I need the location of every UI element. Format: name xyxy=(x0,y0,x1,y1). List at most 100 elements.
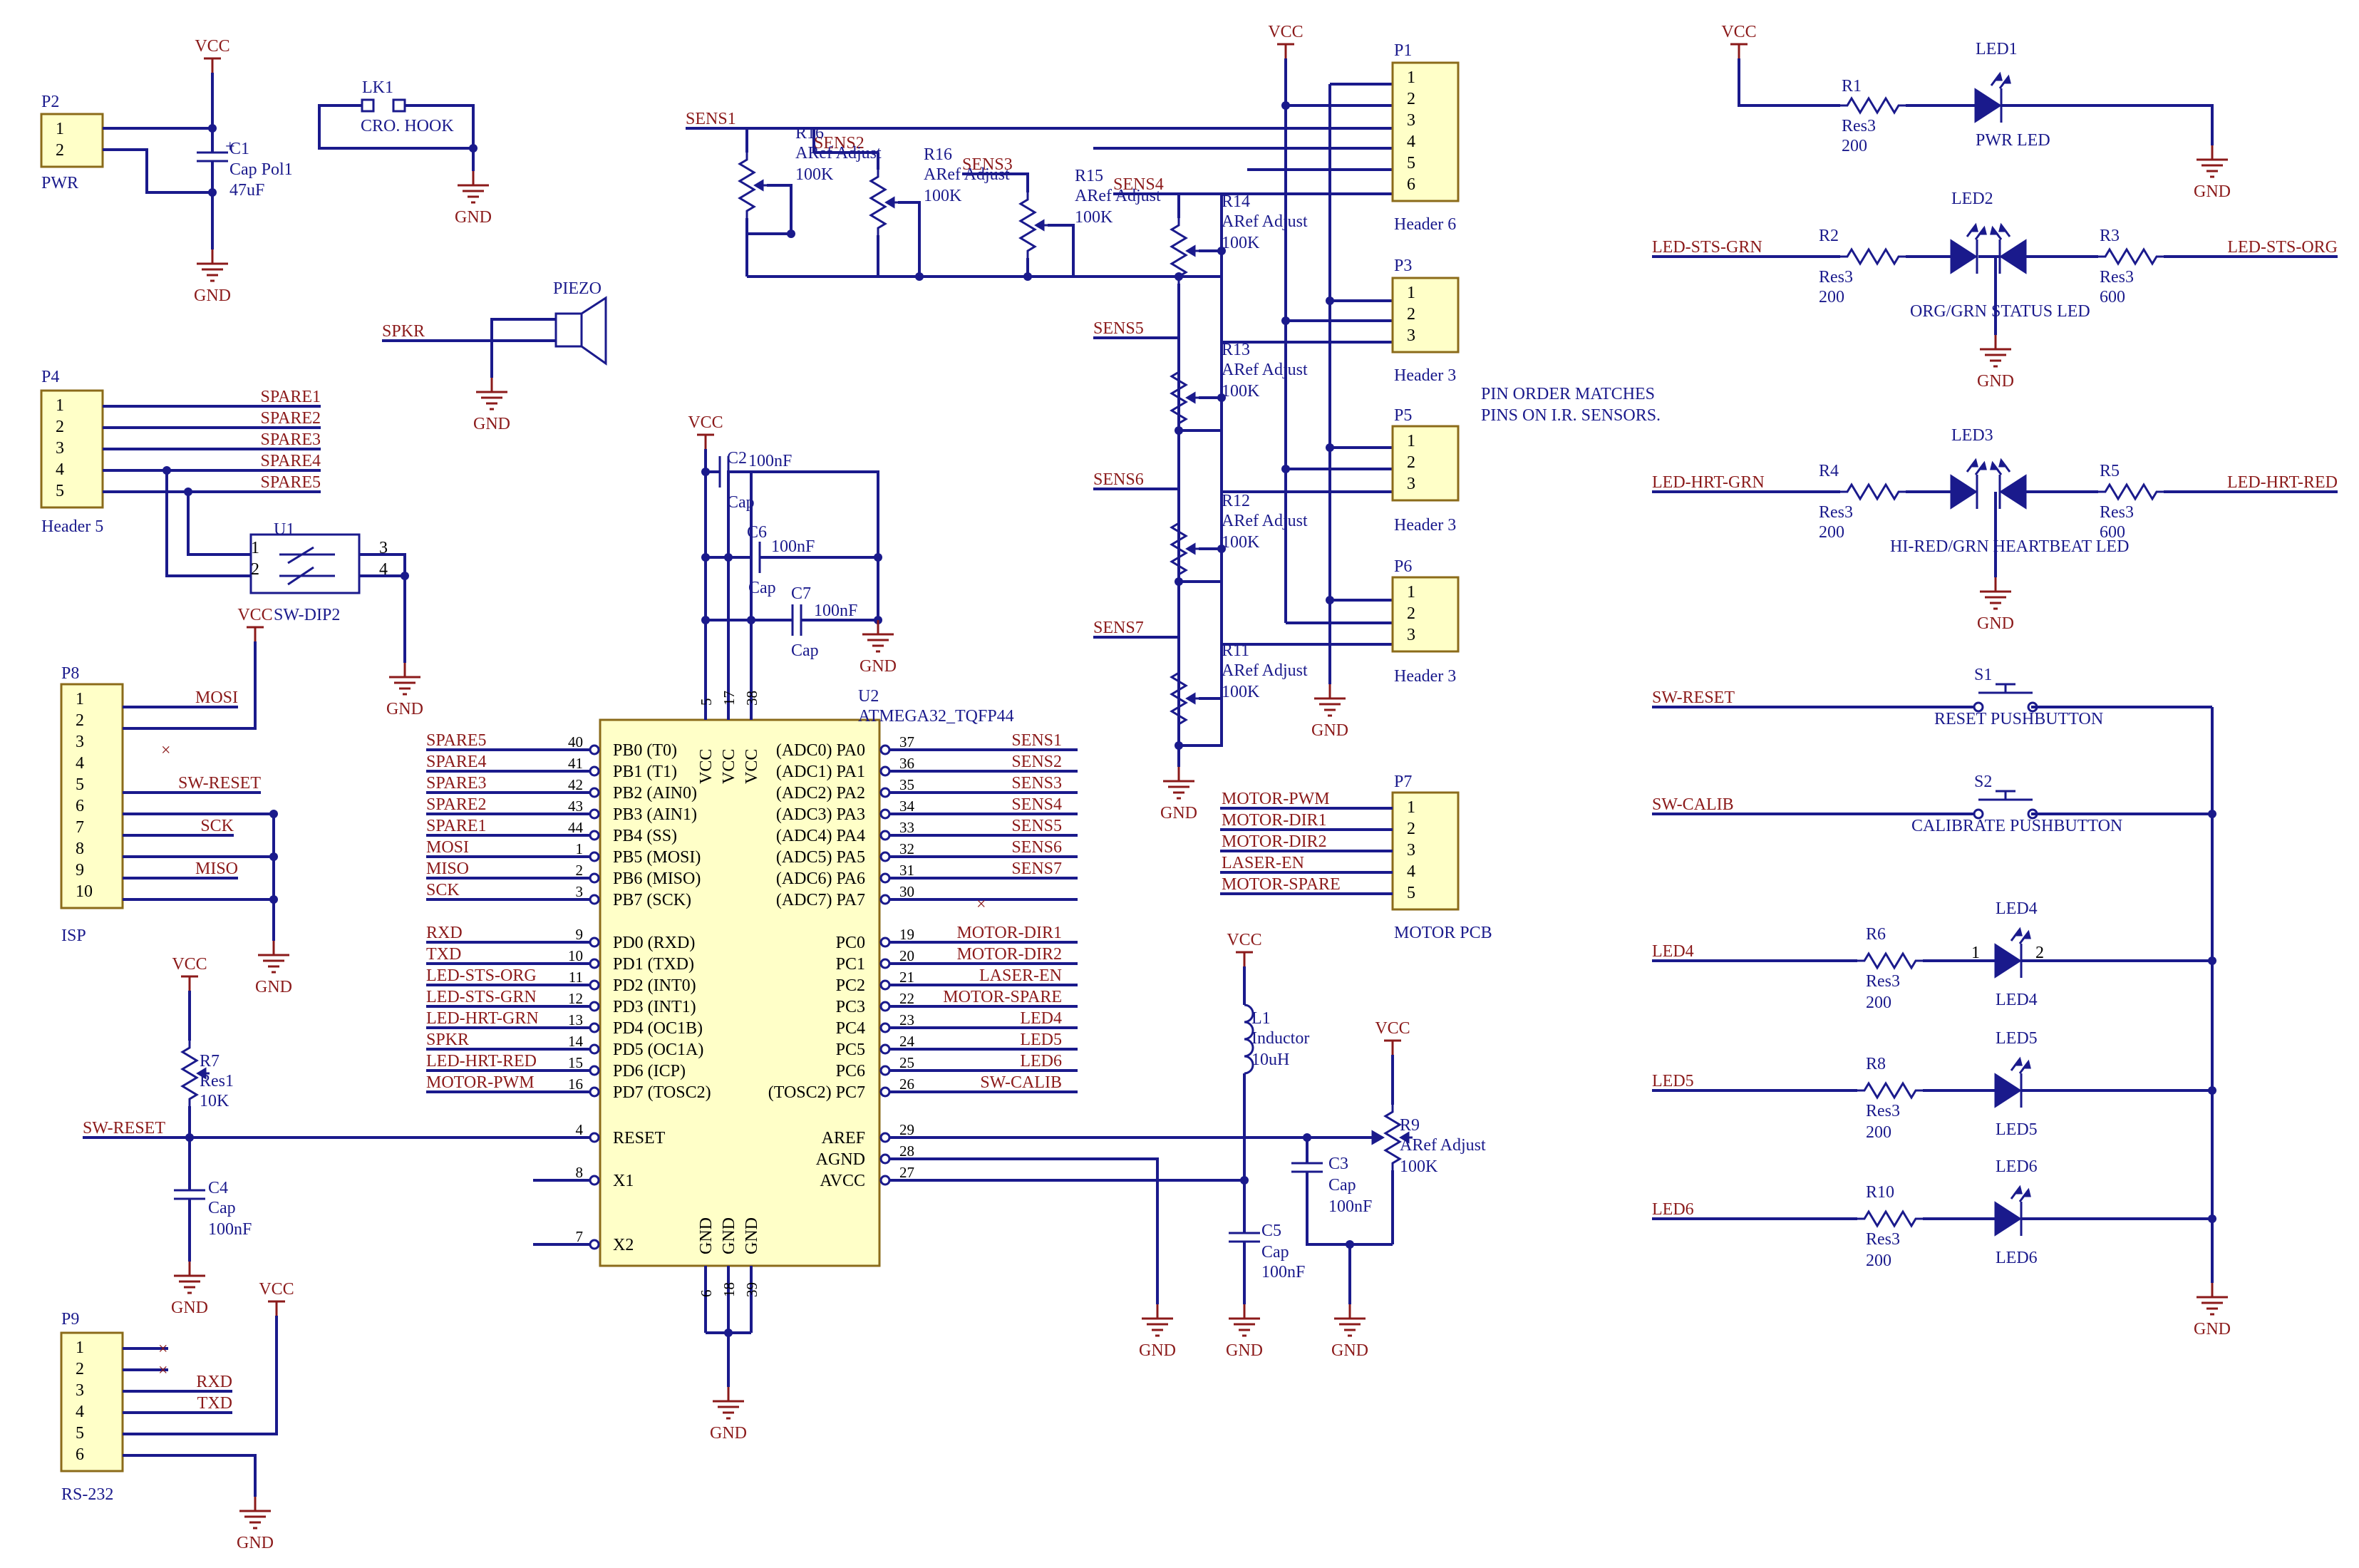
gnd-label: GND xyxy=(171,1299,208,1317)
pin-bubble xyxy=(879,937,891,948)
pin-bubble xyxy=(589,744,600,755)
junction-dot xyxy=(724,1329,733,1337)
u2-right-net: LED5 xyxy=(1020,1031,1062,1049)
header-p2-pin-2: 2 xyxy=(56,141,64,160)
header-p9-pin-1: 1 xyxy=(76,1339,84,1357)
led2-ref: LED2 xyxy=(1951,190,1993,208)
led1-diode xyxy=(1974,73,2011,124)
sens-pot-value: 100K xyxy=(795,165,834,184)
u2-right-pin-name: PC5 xyxy=(836,1041,865,1059)
pin-bubble xyxy=(589,1065,600,1076)
c2-type: Cap xyxy=(727,493,755,512)
u2-right-net: SENS1 xyxy=(1011,731,1062,750)
p4-net-0: SPARE1 xyxy=(261,388,321,406)
u2-right-pin-num: 30 xyxy=(899,883,914,900)
vcc-symbol xyxy=(245,626,265,643)
no-connect-mark: × xyxy=(158,1361,168,1380)
led1-ref: LED1 xyxy=(1976,40,2018,58)
u2-left-net: SPARE5 xyxy=(426,731,487,750)
r9-ref: R9 xyxy=(1400,1116,1420,1135)
p8-reset: SW-RESET xyxy=(178,774,261,793)
pin-bubble xyxy=(879,872,891,884)
p7-net-1: MOTOR-DIR1 xyxy=(1222,811,1327,830)
u2-right-misc-name: AGND xyxy=(816,1150,865,1169)
led6-ref-bottom: LED6 xyxy=(1996,1249,2038,1267)
u2-left-pin-name: PB6 (MISO) xyxy=(613,870,701,888)
header-p4 xyxy=(40,389,104,509)
u1-pin-3: 3 xyxy=(379,539,388,557)
r10-resistor xyxy=(1856,1210,1924,1227)
p3-label: Header 3 xyxy=(1394,366,1456,385)
header-p4-pin-3: 3 xyxy=(56,439,64,458)
u2-left-pin-num: 40 xyxy=(568,733,583,751)
p8-label: ISP xyxy=(61,927,86,945)
header-p9-pin-6: 6 xyxy=(76,1445,84,1464)
p1-ref: P1 xyxy=(1394,41,1412,60)
vcc-symbol xyxy=(1383,1039,1403,1056)
sens-pot-ref: R15 xyxy=(1075,167,1103,185)
u2-left-pin-num: 12 xyxy=(568,990,583,1007)
r1-value: 200 xyxy=(1842,137,1867,155)
header-p7 xyxy=(1391,791,1460,911)
l1-coil xyxy=(1244,1055,1254,1075)
s2-contact xyxy=(1973,808,1984,820)
u2-right-pin-num: 31 xyxy=(899,862,914,879)
vcc-label: VCC xyxy=(1721,23,1756,41)
p7-net-0: MOTOR-PWM xyxy=(1222,790,1330,808)
u2-bottom-pin-num: 18 xyxy=(721,1282,738,1297)
u2-top-pin-num: 5 xyxy=(698,698,715,706)
led4-pin-1: 1 xyxy=(1971,944,1980,962)
piezo-label: PIEZO xyxy=(553,279,602,298)
u2-top-pin-num: 38 xyxy=(743,691,760,706)
l1-value: 10uH xyxy=(1251,1051,1289,1069)
piezo-horn xyxy=(580,296,607,366)
pin-bubble xyxy=(879,1065,891,1076)
u2-misc-pin-name: RESET xyxy=(613,1129,666,1147)
p7-net-2: MOTOR-DIR2 xyxy=(1222,832,1327,851)
header-p8 xyxy=(60,683,124,909)
vcc-label: VCC xyxy=(1268,23,1303,41)
u2-left-pin-name: PB2 (AIN0) xyxy=(613,784,697,803)
header-p6-pin-2: 2 xyxy=(1407,604,1415,623)
junction-dot xyxy=(401,572,409,580)
junction-dot xyxy=(1326,596,1334,604)
led5-ref-top: LED5 xyxy=(1996,1029,2038,1048)
u2-right-net: MOTOR-DIR2 xyxy=(956,945,1062,964)
u2-right-pin-name: (ADC0) PA0 xyxy=(776,741,865,760)
r9-type: ARef Adjust xyxy=(1400,1136,1486,1155)
ground-symbol xyxy=(1140,1303,1175,1337)
p2-label: PWR xyxy=(41,174,78,192)
l1-type: Inductor xyxy=(1251,1029,1309,1048)
u2-right-pin-num: 36 xyxy=(899,755,914,772)
pin-bubble xyxy=(589,1175,600,1186)
header-p8-pin-10: 10 xyxy=(76,882,93,901)
u2-left-net: SPKR xyxy=(426,1031,469,1049)
header-p3-pin-3: 3 xyxy=(1407,326,1415,345)
r8-ref: R8 xyxy=(1866,1055,1886,1073)
u2-left-net: LED-HRT-GRN xyxy=(426,1009,539,1028)
vcc-label: VCC xyxy=(1375,1019,1410,1038)
gnd-label: GND xyxy=(473,415,510,433)
junction-dot xyxy=(1240,1176,1249,1185)
junction-dot xyxy=(1326,443,1334,452)
u2-right-net: LED6 xyxy=(1020,1052,1062,1071)
vcc-label: VCC xyxy=(172,955,207,974)
led6-net: LED6 xyxy=(1652,1200,1694,1219)
p5-ref: P5 xyxy=(1394,406,1412,425)
r8-value: 200 xyxy=(1866,1123,1891,1142)
u2-right-net: LASER-EN xyxy=(979,966,1062,985)
u2-right-pin-num: 20 xyxy=(899,947,914,964)
u2-left-pin-name: PB0 (T0) xyxy=(613,741,677,760)
vcc-symbol xyxy=(267,1300,287,1317)
u2-left-pin-name: PB5 (MOSI) xyxy=(613,848,701,867)
gnd-label: GND xyxy=(386,700,423,718)
junction-dot xyxy=(1281,316,1290,325)
gnd-label: GND xyxy=(1331,1341,1368,1360)
sens-pot-value: 100K xyxy=(924,187,962,205)
u2-right-pin-num: 37 xyxy=(899,733,914,751)
u2-left-net: MOTOR-PWM xyxy=(426,1073,535,1092)
junction-dot xyxy=(269,852,278,861)
u2-right-misc-num: 27 xyxy=(899,1164,914,1181)
u2-right-pin-num: 25 xyxy=(899,1054,914,1071)
p9-label: RS-232 xyxy=(61,1485,113,1504)
